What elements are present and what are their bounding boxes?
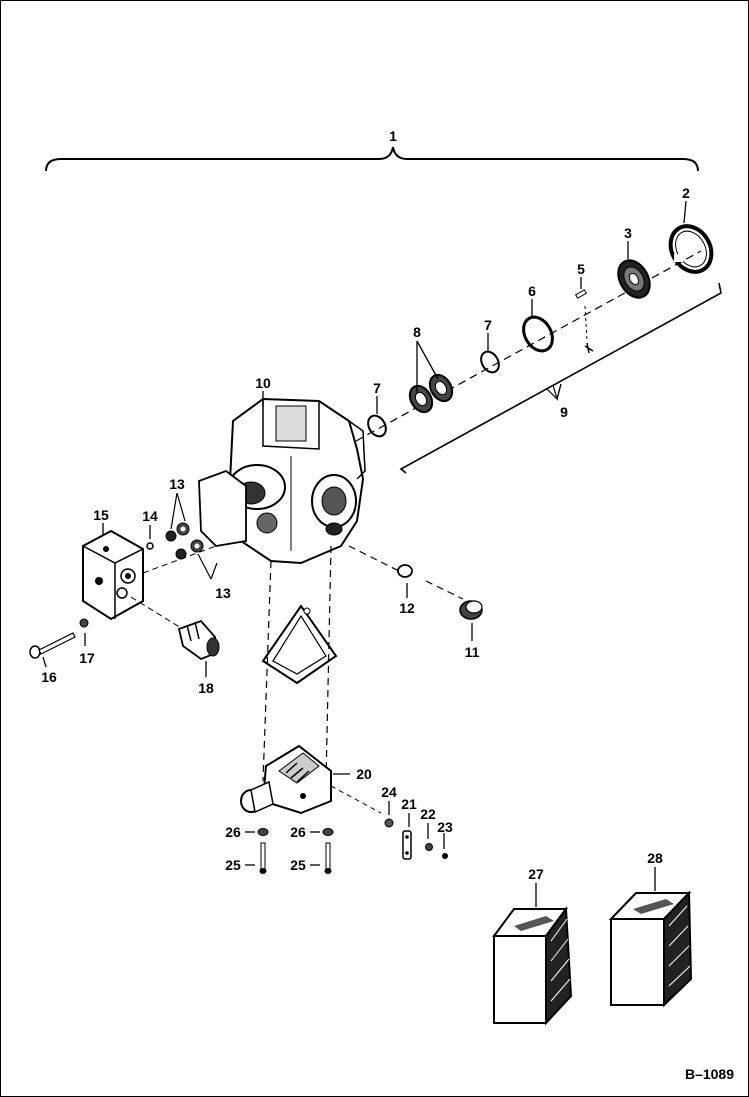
callout-6: 6 bbox=[528, 283, 536, 299]
relief-valve-part-18 bbox=[177, 619, 220, 661]
seal-kit-bracket bbox=[399, 282, 722, 474]
leader-line bbox=[170, 492, 178, 530]
dashed-guide bbox=[330, 785, 382, 814]
callout-7-lower: 7 bbox=[373, 380, 381, 396]
callout-24: 24 bbox=[381, 784, 397, 800]
key-part-5 bbox=[574, 289, 594, 354]
washer-part-17 bbox=[79, 618, 89, 628]
control-housing-part-20 bbox=[240, 744, 332, 815]
dashed-guide bbox=[262, 560, 272, 782]
bolt-part-16 bbox=[29, 632, 76, 659]
callout-9: 9 bbox=[560, 404, 568, 420]
part-24 bbox=[384, 818, 394, 828]
dashed-guide bbox=[348, 545, 400, 572]
callout-14: 14 bbox=[142, 508, 158, 524]
figure-reference-number: B–1089 bbox=[684, 1066, 734, 1082]
callout-18: 18 bbox=[198, 680, 214, 696]
callout-28: 28 bbox=[647, 850, 663, 866]
callout-5: 5 bbox=[577, 261, 585, 277]
nut-part-23 bbox=[442, 853, 448, 859]
callout-20: 20 bbox=[356, 766, 372, 782]
o-ring-part-7-upper bbox=[480, 350, 500, 374]
dashed-guide bbox=[425, 580, 464, 600]
leader-line bbox=[683, 200, 687, 224]
link-part-21 bbox=[402, 830, 412, 860]
seal-part-8 bbox=[408, 373, 454, 414]
assembly-brace bbox=[45, 146, 699, 172]
callout-17: 17 bbox=[79, 650, 95, 666]
leader-line bbox=[416, 340, 439, 380]
leader-line bbox=[197, 553, 212, 580]
callout-8: 8 bbox=[413, 324, 421, 340]
ring-part-14 bbox=[146, 542, 154, 550]
bearing-part-3 bbox=[617, 259, 651, 299]
washer-part-22 bbox=[425, 843, 433, 851]
cap-part-11 bbox=[459, 600, 483, 620]
callout-11: 11 bbox=[465, 644, 480, 660]
dashed-guide bbox=[325, 545, 332, 782]
pump-housing-part-10 bbox=[198, 397, 366, 565]
callout-21: 21 bbox=[401, 796, 417, 812]
callout-27: 27 bbox=[528, 866, 544, 882]
bolt-part-25-right bbox=[324, 842, 332, 874]
washer-part-26-right bbox=[322, 828, 334, 836]
callout-25-left: 25 bbox=[225, 857, 241, 873]
bolt-part-25-left bbox=[259, 842, 267, 874]
callout-3: 3 bbox=[624, 225, 632, 241]
leader-line bbox=[42, 656, 47, 668]
seal-part-13 bbox=[165, 522, 204, 560]
callout-2: 2 bbox=[682, 185, 690, 201]
snap-ring-part-2 bbox=[668, 224, 714, 274]
callout-16: 16 bbox=[41, 669, 57, 685]
callout-23: 23 bbox=[437, 819, 453, 835]
kit-box-part-28 bbox=[608, 890, 693, 1008]
callout-12: 12 bbox=[399, 600, 415, 616]
leader-line bbox=[556, 383, 562, 400]
callout-26-right: 26 bbox=[290, 824, 306, 840]
washer-part-26-left bbox=[257, 828, 269, 836]
callout-13-lower: 13 bbox=[215, 585, 231, 601]
callout-13-upper: 13 bbox=[169, 476, 185, 492]
callout-7-upper: 7 bbox=[484, 317, 492, 333]
kit-box-part-27 bbox=[492, 906, 573, 1026]
callout-26-left: 26 bbox=[225, 824, 241, 840]
callout-15: 15 bbox=[93, 507, 109, 523]
valve-block-part-15 bbox=[82, 529, 144, 621]
dashed-guide bbox=[130, 596, 187, 632]
callout-22: 22 bbox=[420, 806, 436, 822]
leader-line bbox=[176, 492, 186, 522]
leader-arrow bbox=[546, 384, 559, 402]
gasket bbox=[261, 604, 338, 685]
dashed-guide bbox=[142, 545, 217, 574]
callout-25-right: 25 bbox=[290, 857, 306, 873]
plug-part-12 bbox=[397, 564, 413, 578]
callout-1: 1 bbox=[389, 128, 397, 144]
leader-line bbox=[210, 562, 218, 580]
ring-part-6 bbox=[522, 315, 554, 353]
o-ring-part-7-lower bbox=[367, 414, 387, 438]
callout-10: 10 bbox=[255, 375, 271, 391]
